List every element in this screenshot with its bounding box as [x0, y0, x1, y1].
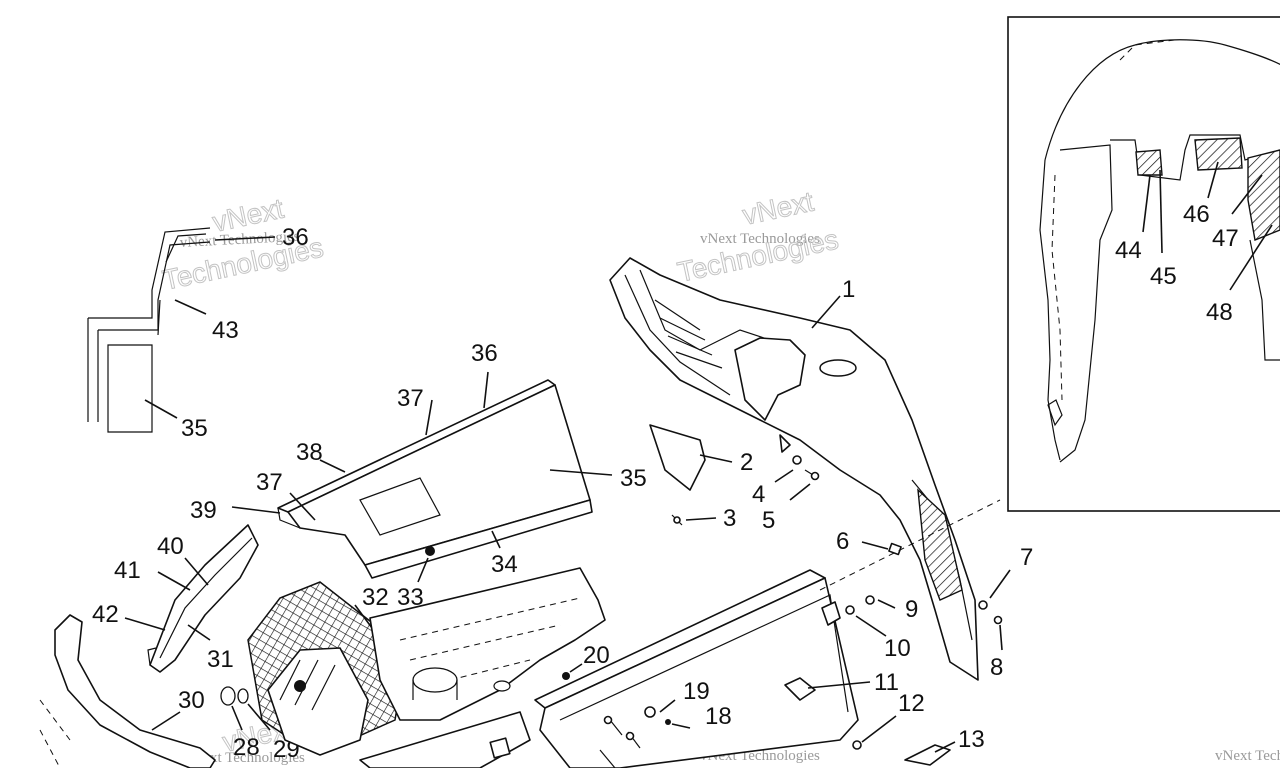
callout-46: 46: [1183, 201, 1210, 228]
callout-2: 2: [740, 449, 753, 476]
watermark-text: vNext: [740, 186, 817, 231]
callout-18: 18: [705, 703, 732, 730]
part-1-hood-panel: 1: [609, 257, 979, 681]
callout-40: 40: [157, 533, 184, 560]
callout-37-top: 37: [397, 385, 424, 412]
part-32-grille: 32: [247, 581, 401, 756]
callout-8: 8: [990, 654, 1003, 681]
callout-35-detail: 35: [181, 415, 208, 442]
callout-1: 1: [842, 276, 855, 303]
callout-41: 41: [114, 557, 141, 584]
callout-35: 35: [620, 465, 647, 492]
section-detail-left: 36 43 35: [87, 224, 309, 442]
callout-30: 30: [178, 687, 205, 714]
callout-32: 32: [362, 584, 389, 611]
callout-36-detail: 36: [282, 224, 309, 251]
callout-3: 3: [723, 505, 736, 532]
callout-34: 34: [491, 551, 518, 578]
callout-10: 10: [884, 635, 911, 662]
callout-28: 28: [233, 734, 260, 761]
callout-45: 45: [1150, 263, 1177, 290]
callout-7: 7: [1020, 544, 1033, 571]
callout-19: 19: [683, 678, 710, 705]
callout-38: 38: [296, 439, 323, 466]
callout-4: 4: [752, 481, 765, 508]
watermark-text: vNext Technologies: [185, 750, 305, 766]
callout-12: 12: [898, 690, 925, 717]
detail-inset: 44 45 46 47 48: [1007, 16, 1280, 512]
callout-13: 13: [958, 726, 985, 753]
part-40-trim-strip: 41 40 42 31: [92, 524, 259, 673]
watermark-text: vNext Technologies: [700, 231, 820, 247]
callout-44: 44: [1115, 237, 1142, 264]
callout-42: 42: [92, 601, 119, 628]
part-35-lid-panel: 36 37 38 37 39 35 34 33: [190, 340, 647, 611]
fasteners-upper: 2 3 4 5 6 7 8: [671, 449, 1033, 681]
floor-pan: [359, 567, 606, 768]
callout-36: 36: [471, 340, 498, 367]
watermark-text: vNext Technologies: [1215, 748, 1280, 764]
callout-20: 20: [583, 642, 610, 669]
callout-9: 9: [905, 596, 918, 623]
callout-11: 11: [874, 669, 899, 696]
callout-5: 5: [762, 507, 775, 534]
callout-43: 43: [212, 317, 239, 344]
callout-39: 39: [190, 497, 217, 524]
callout-48: 48: [1206, 299, 1233, 326]
callout-31: 31: [207, 646, 234, 673]
watermark-text: vNext Technologies: [179, 229, 300, 251]
side-panel-lower: 9 10 11 12 13 19 18 20: [534, 499, 1001, 768]
callout-37: 37: [256, 469, 283, 496]
callout-47: 47: [1212, 225, 1239, 252]
callout-6: 6: [836, 528, 849, 555]
